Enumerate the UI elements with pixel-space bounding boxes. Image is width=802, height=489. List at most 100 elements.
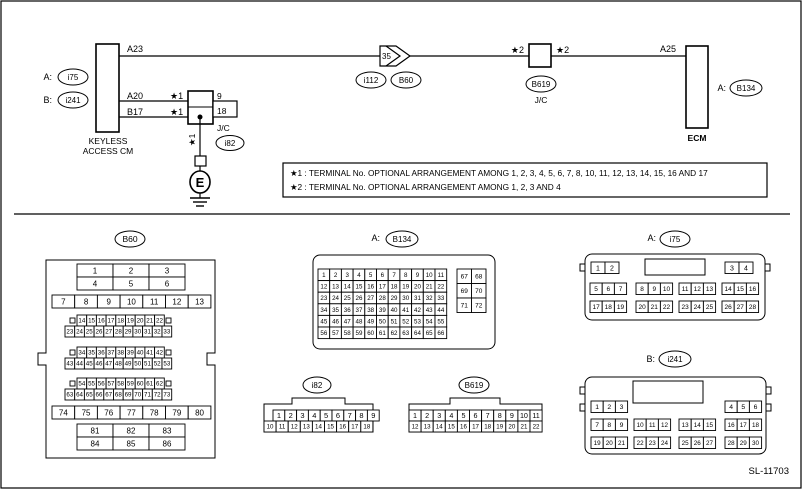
b619-terminal-cell [529,420,543,433]
i241-terminal-label: 26 [694,440,702,447]
b60-terminal-label: 83 [163,426,172,435]
i75-terminal-label: 11 [682,286,689,293]
jc-i82-conn: i82 [225,139,236,148]
b134-terminal-label: 51 [391,318,398,325]
b619-terminal-label: 17 [472,424,479,431]
b60-terminal-label: 19 [127,318,134,325]
i82-terminal-label: 11 [279,424,286,431]
b60-terminal-label: 44 [76,361,83,368]
b60-terminal-label: 59 [127,381,134,388]
b60-terminal-label: 54 [78,381,85,388]
b134-terminal-label: 13 [332,284,339,291]
i241-terminal-cell [748,400,763,413]
i241-terminal-label: 17 [740,422,748,429]
b60-terminal-cell [148,276,186,291]
keyless-label-2: ACCESS CM [83,146,134,156]
b134-terminal-label: 26 [356,295,363,302]
b134-terminal-label: 71 [461,303,469,310]
i75-terminal-label: 5 [594,286,598,293]
jc-label: J/C [217,123,230,133]
wire-a20-label: A20 [127,91,143,101]
b60-terminal-label: 9 [107,297,112,306]
b60-terminal-label: 40 [137,350,144,357]
b60-title: B60 [122,234,137,244]
jc-b619-label: J/C [535,95,548,105]
i241-terminal-label: 5 [741,404,745,411]
b134-terminal-label: 50 [379,318,386,325]
b619-terminal-label: 18 [484,424,491,431]
b60-terminal-label: 86 [163,439,172,448]
b134-terminal-label: 8 [404,272,408,279]
i241-tab-right-1 [765,386,772,395]
i82-terminal-label: 7 [348,411,352,420]
b619-terminal-label: 16 [460,424,467,431]
b60-key-tab [165,380,172,387]
keyless-access-cm-block [95,43,120,133]
i75-terminal-label: 28 [749,304,757,311]
b134-terminal-label: 56 [320,330,327,337]
keyless-a-conn: i75 [68,73,79,82]
i75-terminal-label: 1 [596,265,600,272]
i82-terminal-label: 6 [336,411,340,420]
b60-terminal-cell [161,357,173,370]
b60-terminal-label: 77 [127,408,136,417]
i75-terminal-label: 26 [724,304,732,311]
i75-terminal-label: 24 [694,304,702,311]
i75-tab-right [764,263,771,272]
i82-terminal-label: 12 [291,424,298,431]
i241-terminal-label: 28 [728,440,736,447]
b134-terminal-label: 32 [426,295,433,302]
b134-terminal-label: 37 [356,307,363,314]
i75-terminal-cell [745,282,760,295]
b619-terminal-label: 10 [520,411,528,420]
b134-terminal-label: 30 [402,295,409,302]
b134-terminal-label: 61 [379,330,386,337]
connector-35-body [379,45,412,67]
b134-terminal-label: 35 [332,307,339,314]
b60-terminal-label: 39 [127,350,134,357]
b134-terminal-label: 48 [356,318,363,325]
b60-terminal-label: 12 [172,297,181,306]
b60-terminal-cell [161,325,173,338]
b60-terminal-label: 47 [105,361,112,368]
b60-terminal-label: 45 [86,361,93,368]
b60-terminal-label: 43 [66,361,73,368]
b60-terminal-label: 58 [117,381,124,388]
b134-terminal-label: 20 [414,284,421,291]
b60-terminal-label: 70 [134,392,141,399]
b60-terminal-label: 2 [129,266,134,275]
i241-terminal-label: 8 [607,422,611,429]
b134-terminal-label: 10 [426,272,433,279]
b60-terminal-label: 18 [117,318,124,325]
b60-terminal-label: 81 [91,426,100,435]
jc-b619-oval [525,75,557,93]
b60-terminal-cell [161,388,173,401]
b60-terminal-label: 60 [137,381,144,388]
b134-terminal-label: 6 [381,272,385,279]
i75-terminal-label: 21 [651,304,659,311]
b619-terminal-label: 2 [425,411,429,420]
b134-terminal-label: 1 [322,272,326,279]
b619-terminal-label: 19 [496,424,503,431]
b60-terminal-label: 16 [98,318,105,325]
b619-terminal-label: 11 [532,411,539,420]
b60-terminal-label: 48 [115,361,122,368]
i241-terminal-label: 7 [595,422,599,429]
i75-terminal-label: 15 [737,286,745,293]
b619-terminal-label: 8 [498,411,502,420]
i82-title-oval [302,376,332,394]
i75-terminal-cell [613,282,628,295]
i241-terminal-cell [614,418,629,431]
keyless-label-1: KEYLESS [89,136,128,146]
i75-terminal-label: 13 [706,286,714,293]
b134-terminal-label: 16 [367,284,374,291]
i241-terminal-cell [748,436,763,449]
b60-terminal-label: 61 [146,381,153,388]
jc-i82-oval [215,135,245,151]
i241-terminal-label: 18 [752,422,760,429]
b134-terminal-label: 34 [320,307,327,314]
b60-terminal-label: 32 [154,329,161,336]
b619-terminal-label: 3 [437,411,441,420]
